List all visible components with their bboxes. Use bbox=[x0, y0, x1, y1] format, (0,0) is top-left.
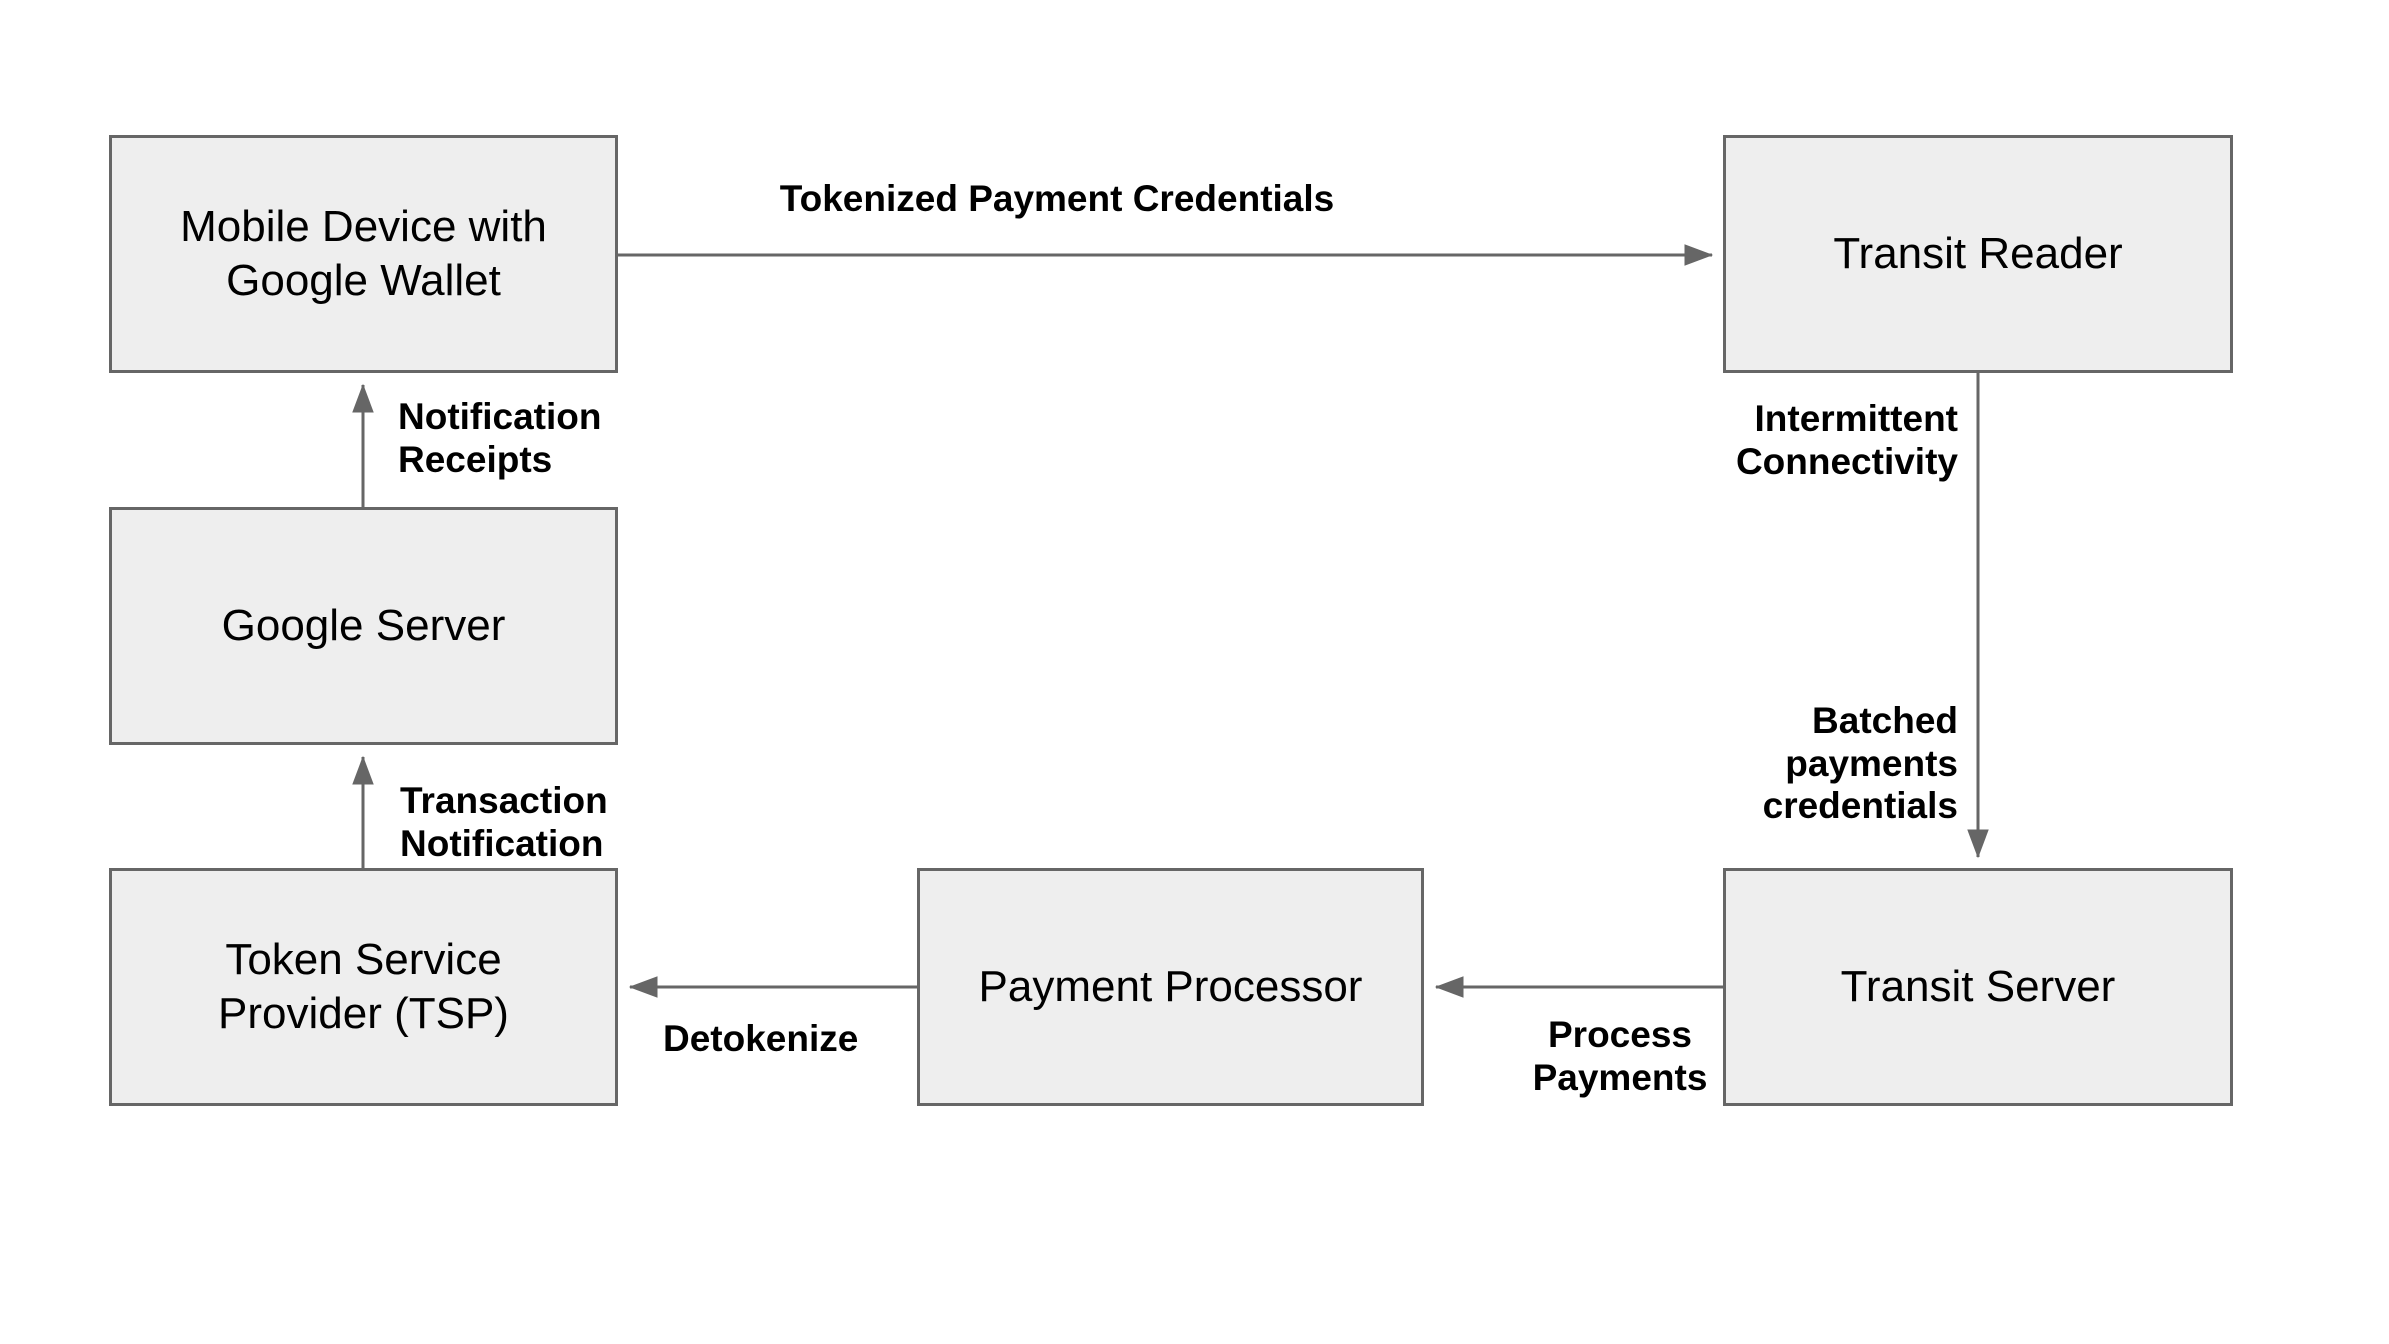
node-label: Mobile Device with Google Wallet bbox=[180, 202, 547, 305]
edge-label-process-payments: Process Payments bbox=[1532, 1014, 1708, 1098]
edge-label-notification-receipts: Notification Receipts bbox=[398, 396, 602, 480]
node-label: Transit Reader bbox=[1833, 229, 2123, 279]
edge-label-tokenized-payment-credentials: Tokenized Payment Credentials bbox=[779, 178, 1335, 219]
node-mobile-device[interactable]: Mobile Device with Google Wallet bbox=[109, 135, 618, 373]
node-transit-server[interactable]: Transit Server bbox=[1723, 868, 2233, 1106]
edge-label-intermittent-connectivity: Intermittent Connectivity bbox=[1735, 398, 1958, 482]
edge-label-transaction-notification: Transaction Notification bbox=[400, 780, 608, 864]
node-transit-reader[interactable]: Transit Reader bbox=[1723, 135, 2233, 373]
node-label: Token Service Provider (TSP) bbox=[218, 935, 509, 1038]
edge-label-detokenize: Detokenize bbox=[663, 1018, 859, 1059]
node-label: Google Server bbox=[221, 601, 506, 651]
node-token-service-provider[interactable]: Token Service Provider (TSP) bbox=[109, 868, 618, 1106]
node-label: Payment Processor bbox=[978, 962, 1363, 1012]
edge-label-batched-payments-credentials: Batched payments credentials bbox=[1762, 700, 1958, 827]
node-payment-processor[interactable]: Payment Processor bbox=[917, 868, 1424, 1106]
node-label: Transit Server bbox=[1840, 962, 2116, 1012]
node-google-server[interactable]: Google Server bbox=[109, 507, 618, 745]
